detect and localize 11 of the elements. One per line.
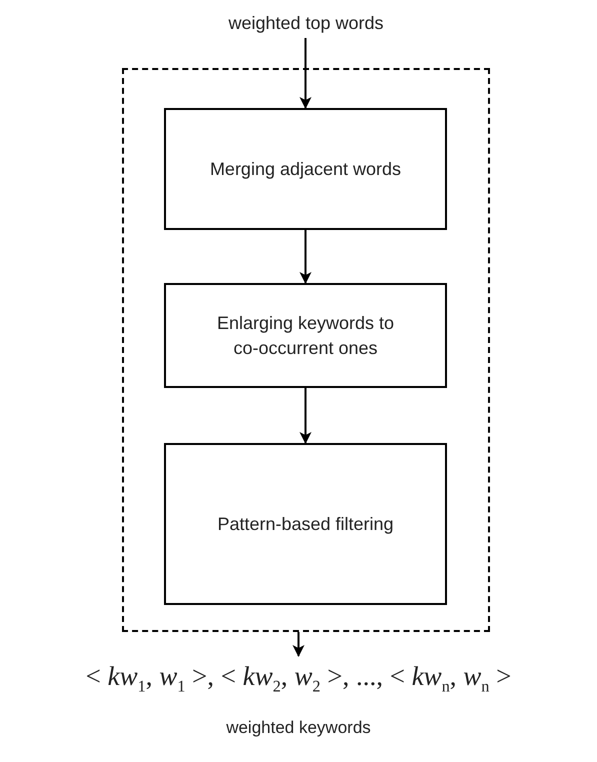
arrow [300,388,312,444]
process-box: Pattern-based filtering [164,443,447,605]
input-label: weighted top words [228,12,384,35]
arrow [300,38,312,109]
formula-text: < kw$_{1}$, w$_{1}$ >, < kw$_{2}$, w$_{2}$ >, ..., < kw$_{n}$, w$_{n}$ > [86,660,512,698]
arrow [292,632,304,657]
process-box: Merging adjacent words [164,108,447,230]
arrow [300,230,312,284]
dashed-group-frame [122,68,490,632]
caption-text: weighted keywords [226,718,371,737]
process-box: Enlarging keywords to co-occurrent ones [164,283,447,388]
